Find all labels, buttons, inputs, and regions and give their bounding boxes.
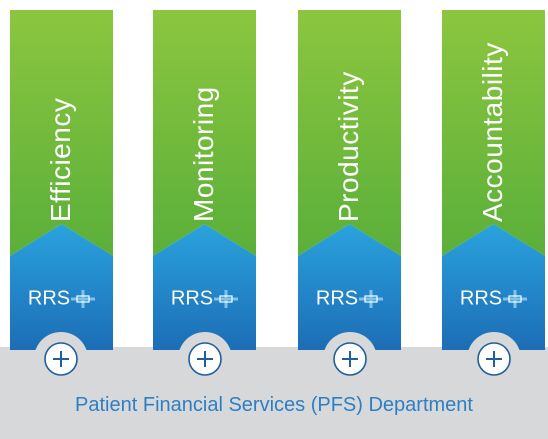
plus-circle-icon <box>177 331 233 387</box>
rrs-badge-text: RRS <box>459 287 503 310</box>
rrs-badge: RRS <box>153 288 256 309</box>
pillar-shape <box>10 10 113 350</box>
pillar-shape <box>298 10 401 350</box>
rrs-plus-mark-icon <box>503 289 528 308</box>
plus-circle-icon <box>322 331 378 387</box>
pillar-productivity: Productivity RRS <box>298 10 401 350</box>
pillar-label: Efficiency <box>45 97 76 222</box>
rrs-plus-mark-icon <box>214 289 239 308</box>
pillar-accountability: Accountability RRS <box>442 10 545 350</box>
pillar-shape <box>153 10 256 350</box>
foundation-label: Patient Financial Services (PFS) Departm… <box>75 394 473 416</box>
rrs-badge-text: RRS <box>170 287 214 310</box>
pillar-label: Monitoring <box>188 86 219 222</box>
pillar-shape <box>442 10 545 350</box>
rrs-badge: RRS <box>298 288 401 309</box>
rrs-badge: RRS <box>442 288 545 309</box>
plus-circle-icon <box>466 331 522 387</box>
rrs-plus-mark-icon <box>359 289 384 308</box>
pillar-monitoring: Monitoring RRS <box>153 10 256 350</box>
rrs-badge-text: RRS <box>315 287 359 310</box>
rrs-plus-mark-icon <box>71 289 96 308</box>
rrs-badge: RRS <box>10 288 113 309</box>
plus-circle-icon <box>33 331 89 387</box>
pillar-label: Accountability <box>477 42 508 222</box>
rrs-badge-text: RRS <box>27 287 71 310</box>
pillar-efficiency: Efficiency RRS <box>10 10 113 350</box>
foundation-base <box>0 347 548 439</box>
pillar-label: Productivity <box>333 71 364 222</box>
